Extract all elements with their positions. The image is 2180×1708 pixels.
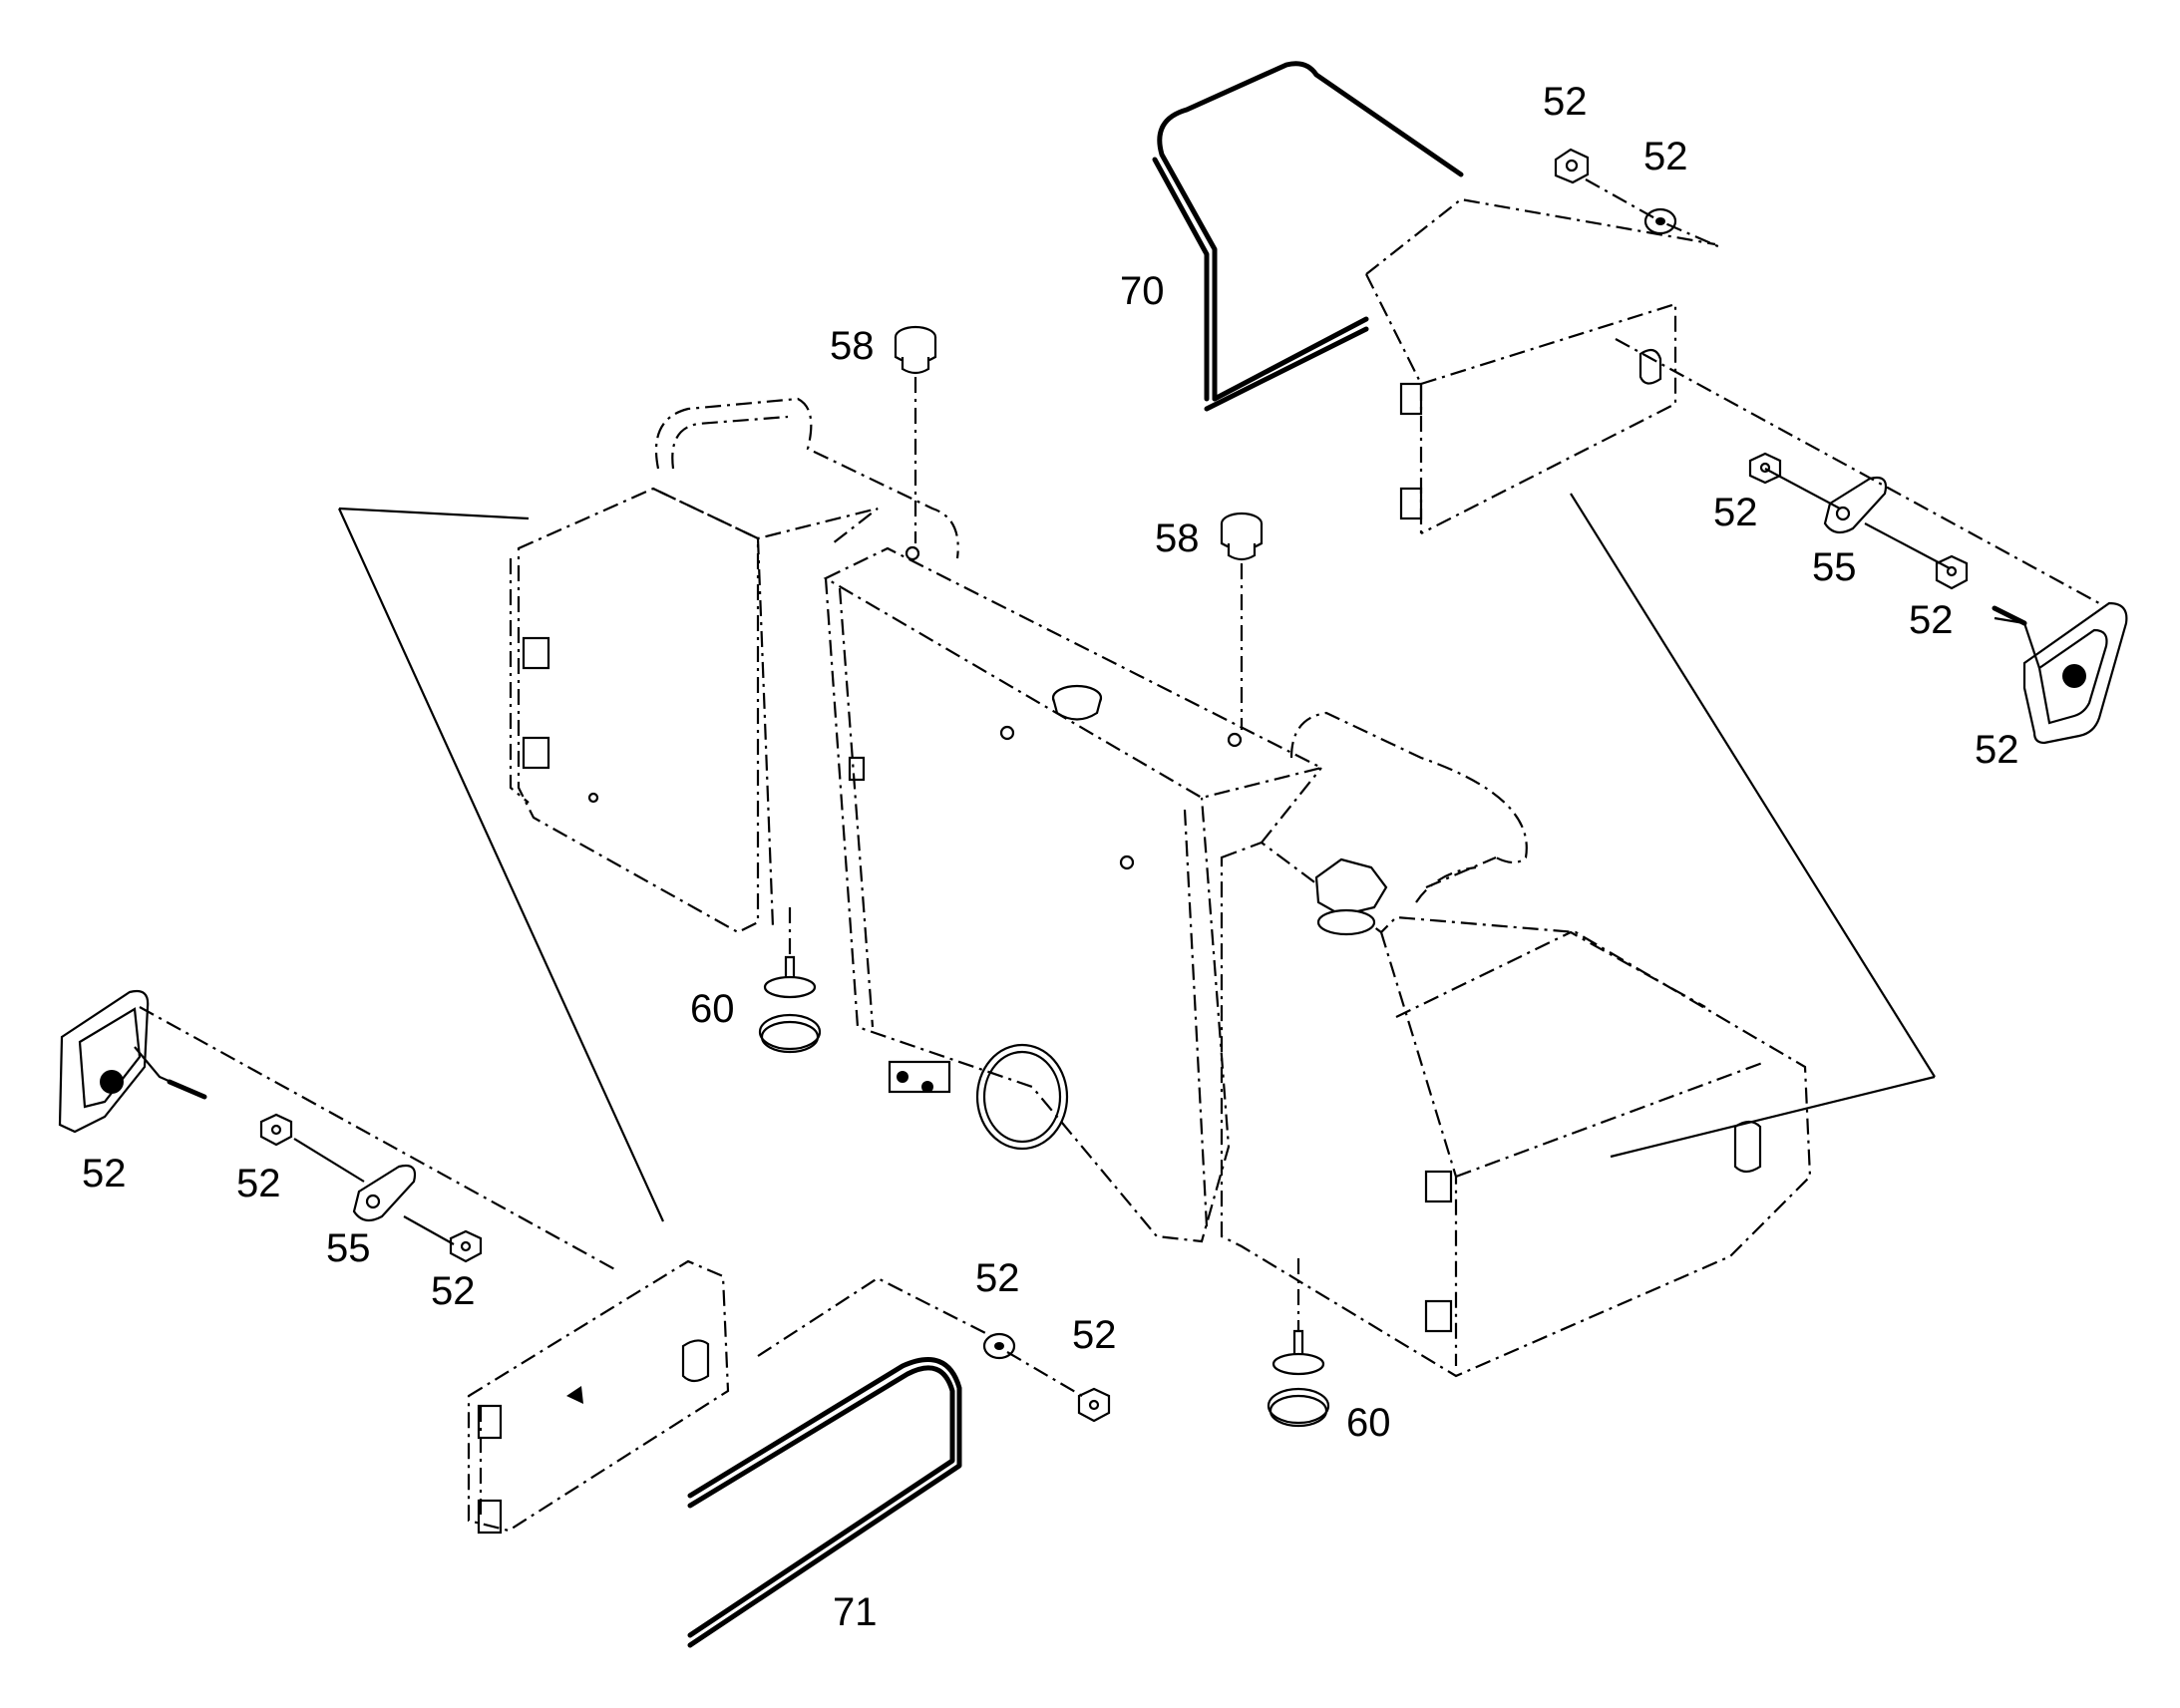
central-tank-body — [509, 397, 1812, 1378]
foot-60-left — [758, 907, 822, 1054]
callout-60: 60 — [1346, 1401, 1391, 1445]
plug-58-right — [1220, 512, 1264, 730]
callout-52: 52 — [1643, 135, 1688, 178]
plug-58-left — [894, 325, 937, 543]
callout-52: 52 — [1543, 80, 1588, 124]
callout-58: 58 — [830, 324, 875, 368]
leader-lines — [337, 493, 1936, 1222]
foot-60-right — [1267, 1258, 1330, 1428]
left-hardware — [58, 989, 1111, 1423]
callout-52: 52 — [975, 1256, 1020, 1300]
lower-left-cover-plate — [467, 1259, 998, 1535]
callout-52: 52 — [82, 1152, 127, 1196]
callout-52: 52 — [1909, 598, 1954, 642]
callout-52: 52 — [431, 1269, 476, 1313]
callout-55: 55 — [1812, 545, 1857, 589]
callout-52: 52 — [1713, 491, 1758, 534]
callout-52: 52 — [236, 1162, 281, 1205]
callout-71: 71 — [833, 1590, 878, 1634]
callout-60: 60 — [690, 987, 735, 1031]
callout-58: 58 — [1155, 516, 1200, 560]
top-right-cover-plate — [1365, 197, 1716, 534]
callout-labels: 52 52 70 58 58 52 55 52 52 60 52 52 55 5… — [82, 80, 2019, 1634]
callout-55: 55 — [326, 1226, 371, 1270]
callout-70: 70 — [1120, 269, 1165, 313]
handle-bar-70 — [1152, 61, 1464, 412]
callout-52: 52 — [1072, 1313, 1117, 1357]
callout-52: 52 — [1975, 728, 2019, 772]
top-right-hardware — [1554, 148, 2128, 745]
handle-bar-71 — [687, 1357, 962, 1648]
